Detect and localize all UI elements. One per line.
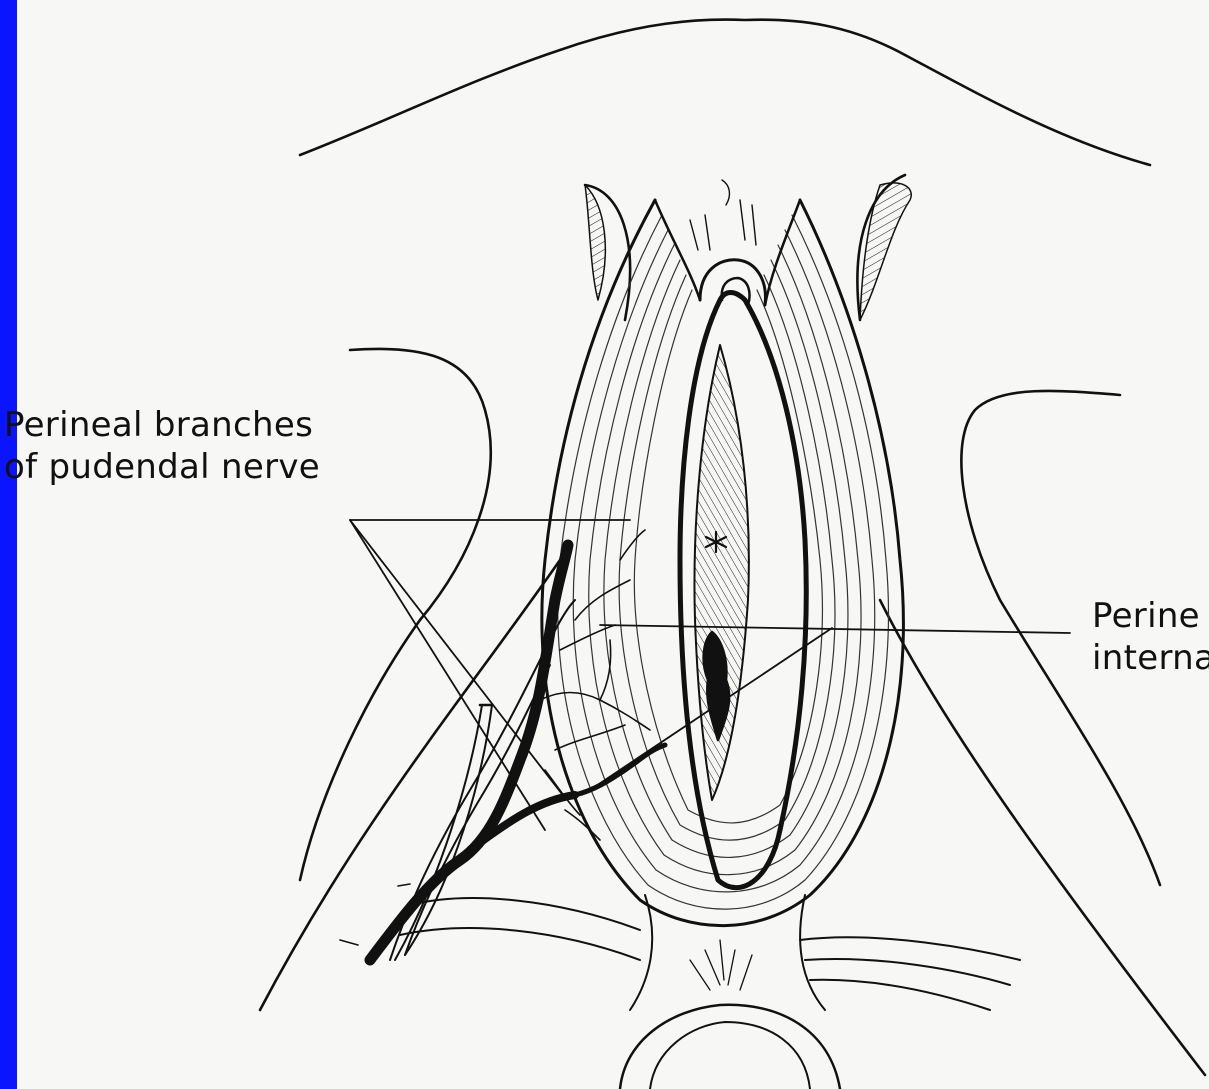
label-left-line2: of pudendal nerve (4, 446, 320, 488)
upper-body-contour (300, 20, 1150, 165)
label-perineal-branches: Perineal branches of pudendal nerve (4, 404, 320, 488)
slide-left-bar (0, 0, 17, 1089)
clitoral-hood (700, 260, 765, 305)
label-perineal-internal: Perine interna (1092, 595, 1209, 679)
label-right-line2: interna (1092, 637, 1209, 679)
label-right-line1: Perine (1092, 595, 1209, 637)
label-left-line1: Perineal branches (4, 404, 320, 446)
left-thigh-outline (300, 349, 491, 880)
